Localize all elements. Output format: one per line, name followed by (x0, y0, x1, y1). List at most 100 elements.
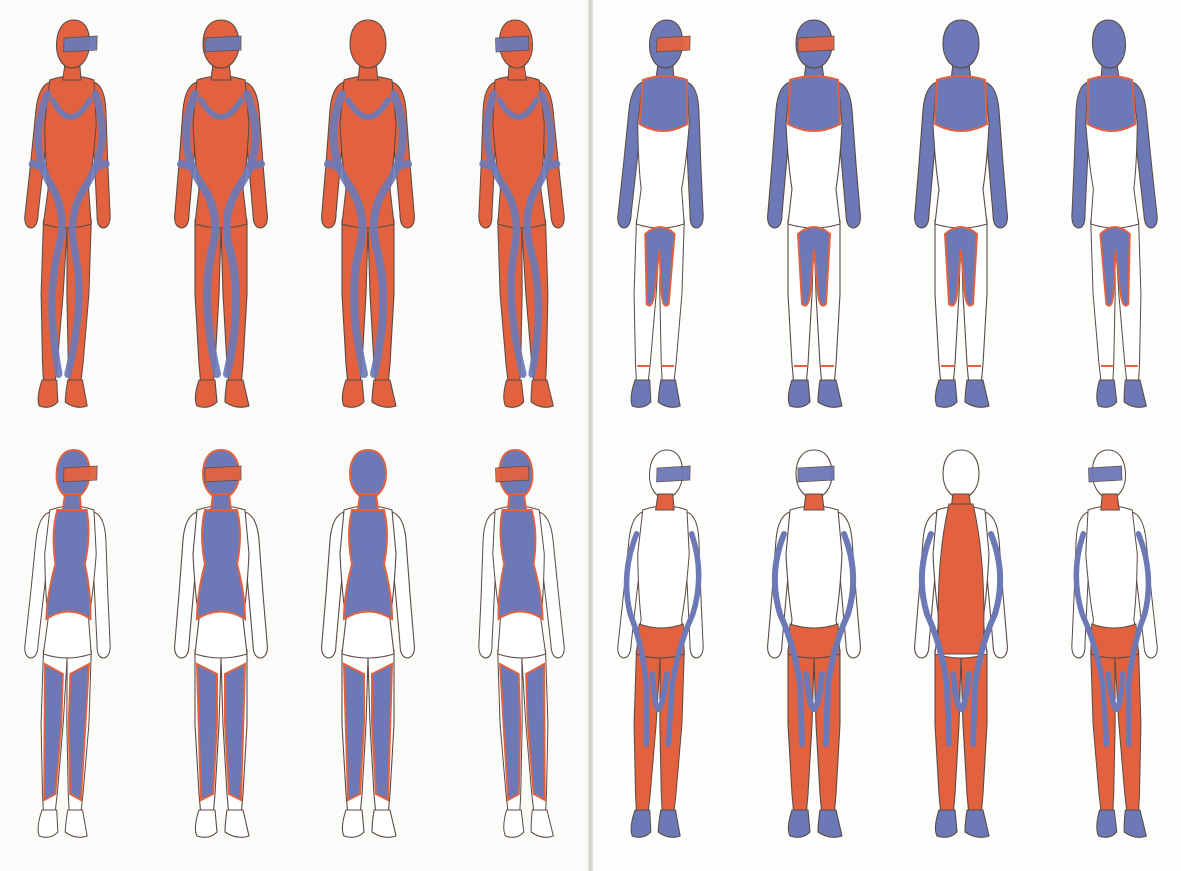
left-row2-figure-three-quarter-left (14, 444, 134, 844)
visor (63, 36, 97, 52)
right-row2-figure-back (901, 444, 1021, 844)
cuff-stripe (251, 164, 261, 166)
visor (205, 36, 241, 52)
right-row1-figure-front (754, 14, 874, 414)
orange-collar (1100, 494, 1119, 510)
figure-drawing (754, 444, 874, 844)
blue-collar (211, 494, 231, 510)
right-row1-figure-back (901, 14, 1021, 414)
visor (656, 466, 690, 482)
left-row1-figure-three-quarter-right (455, 14, 575, 414)
visor (656, 36, 690, 52)
cuff-stripe (483, 164, 492, 166)
body-armR (838, 82, 860, 228)
blue-legging (499, 664, 522, 800)
blue-legging (525, 664, 548, 800)
body-footR (818, 810, 842, 837)
body-footR (818, 380, 842, 407)
body-footR (965, 810, 989, 837)
figure-drawing (308, 444, 428, 844)
body-footL (503, 380, 524, 407)
body-footL (1096, 810, 1117, 837)
body-footL (935, 380, 957, 407)
body-footL (195, 810, 217, 837)
cuff-stripe (328, 164, 338, 166)
body-footR (372, 380, 396, 407)
body-footR (1123, 380, 1146, 407)
figure-drawing (607, 444, 727, 844)
left-row2-figure-three-quarter-right (455, 444, 575, 844)
blue-legging (372, 664, 392, 800)
blue-legging (197, 664, 217, 800)
figure-drawing (901, 14, 1021, 414)
body-footL (37, 810, 58, 837)
figure-drawing (901, 444, 1021, 844)
body-footL (935, 810, 957, 837)
left-row1-figure-three-quarter-left (14, 14, 134, 414)
orange-collar (655, 494, 674, 510)
right-row2-figure-three-quarter-right (1048, 444, 1168, 844)
blue-yoke (1086, 76, 1136, 131)
right-row1-figure-three-quarter-right (1048, 14, 1168, 414)
body-armR (985, 82, 1007, 228)
blue-legging (225, 664, 245, 800)
visor (495, 466, 529, 482)
cuff-stripe (547, 164, 556, 166)
figure-drawing (455, 14, 575, 414)
visor (798, 466, 834, 482)
left-row1-figure-front (161, 14, 281, 414)
blue-legging (40, 664, 63, 800)
right-row1-figure-three-quarter-left (607, 14, 727, 414)
visor (495, 36, 529, 52)
visor (1088, 466, 1122, 482)
body-footL (503, 810, 524, 837)
body-footL (37, 380, 58, 407)
left-row1-figure-back (308, 14, 428, 414)
left-row2-figure-front (161, 444, 281, 844)
body-footL (195, 380, 217, 407)
left-row2-figure-back (308, 444, 428, 844)
figure-drawing (1048, 444, 1168, 844)
figure-drawing (14, 14, 134, 414)
body-footR (65, 380, 88, 407)
blue-harness (197, 510, 245, 619)
body-armL (914, 82, 936, 228)
blue-loop (953, 674, 969, 709)
figure-drawing (455, 444, 575, 844)
body-footL (630, 810, 651, 837)
body-armL (321, 512, 343, 658)
right-row2-figure-three-quarter-left (607, 444, 727, 844)
cuff-stripe (398, 164, 408, 166)
blue-inner-legs (798, 227, 830, 306)
figure-drawing (161, 14, 281, 414)
body-footR (965, 380, 989, 407)
body-footR (658, 810, 681, 837)
body-armL (767, 82, 789, 228)
visor (63, 466, 97, 482)
blue-collar (62, 494, 81, 510)
blue-yoke (788, 76, 840, 131)
blue-legging (66, 664, 89, 800)
body-footL (342, 810, 364, 837)
body-footR (225, 380, 249, 407)
body-footR (372, 810, 396, 837)
body-footL (630, 380, 651, 407)
body-footR (530, 810, 553, 837)
body-footR (530, 380, 553, 407)
body-armR (392, 512, 414, 658)
blue-hood (350, 450, 386, 498)
body-head (350, 20, 386, 68)
body-footL (788, 810, 810, 837)
orange-collar (804, 494, 824, 510)
body-head (943, 20, 979, 68)
left-page (0, 0, 588, 871)
figure-drawing (14, 444, 134, 844)
cuff-stripe (181, 164, 191, 166)
blue-inner-legs (1100, 227, 1132, 306)
blue-inner-legs (642, 227, 674, 306)
figure-drawing (754, 14, 874, 414)
blue-collar (358, 494, 378, 510)
body-head (1091, 20, 1126, 68)
figure-drawing (607, 14, 727, 414)
